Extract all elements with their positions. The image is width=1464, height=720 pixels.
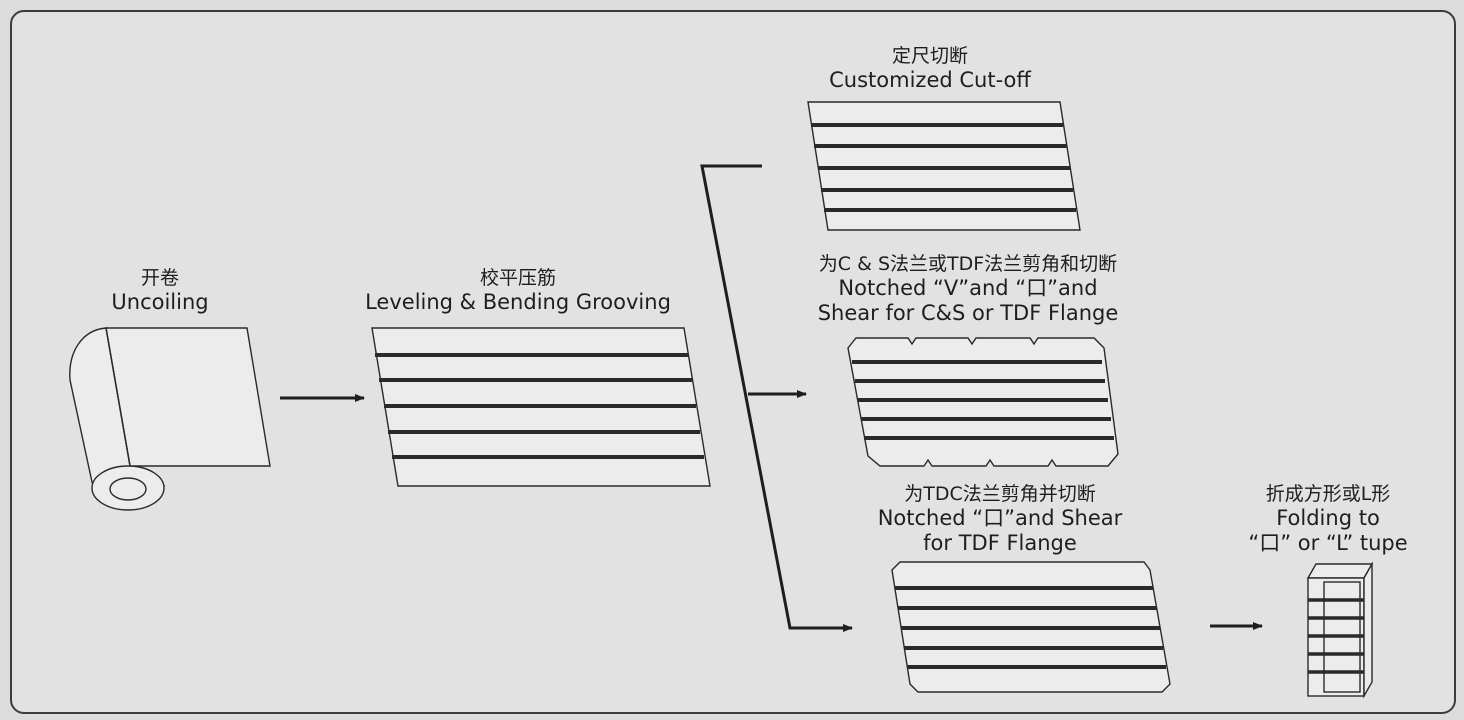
label-leveling-zh: 校平压筋	[479, 267, 557, 289]
label-notch-cs-en2: Shear for C&S or TDF Flange	[817, 301, 1119, 325]
label-cutoff-en: Customized Cut-off	[829, 68, 1031, 92]
label-leveling: 校平压筋 Leveling & Bending Grooving	[365, 266, 671, 315]
label-uncoiling: 开卷 Uncoiling	[111, 266, 208, 315]
label-cutoff: 定尺切断 Customized Cut-off	[829, 44, 1031, 93]
label-notch-cs-zh: 为C & S法兰或TDF法兰剪角和切断	[818, 253, 1118, 275]
label-folding: 折成方形或L形 Folding to “口” or “L” tupe	[1248, 482, 1407, 556]
label-uncoiling-zh: 开卷	[140, 267, 179, 289]
notched-cs-sheet	[847, 337, 1119, 467]
label-notch-tdc: 为TDC法兰剪角并切断 Notched “口”and Shear for TDF…	[878, 482, 1123, 556]
label-notch-tdc-en2: for TDF Flange	[923, 531, 1077, 555]
label-notch-tdc-zh: 为TDC法兰剪角并切断	[904, 483, 1096, 505]
label-notch-cs: 为C & S法兰或TDF法兰剪角和切断 Notched “V”and “口”an…	[818, 252, 1119, 326]
folded-duct-icon	[1306, 561, 1374, 699]
branch-arrows	[700, 164, 1263, 632]
cutoff-sheet	[807, 101, 1081, 231]
label-folding-zh: 折成方形或L形	[1265, 483, 1391, 505]
leveling-sheet	[371, 327, 711, 487]
label-notch-cs-en1: Notched “V”and “口”and	[838, 276, 1098, 300]
notched-tdc-sheet	[891, 561, 1171, 693]
label-notch-tdc-en1: Notched “口”and Shear	[877, 506, 1123, 530]
label-uncoiling-en: Uncoiling	[111, 290, 209, 314]
label-cutoff-zh: 定尺切断	[891, 45, 969, 67]
label-leveling-en: Leveling & Bending Grooving	[365, 290, 671, 314]
coil-icon	[69, 327, 271, 511]
label-folding-en1: Folding to	[1276, 506, 1380, 530]
label-folding-en2: “口” or “L” tupe	[1248, 531, 1408, 555]
